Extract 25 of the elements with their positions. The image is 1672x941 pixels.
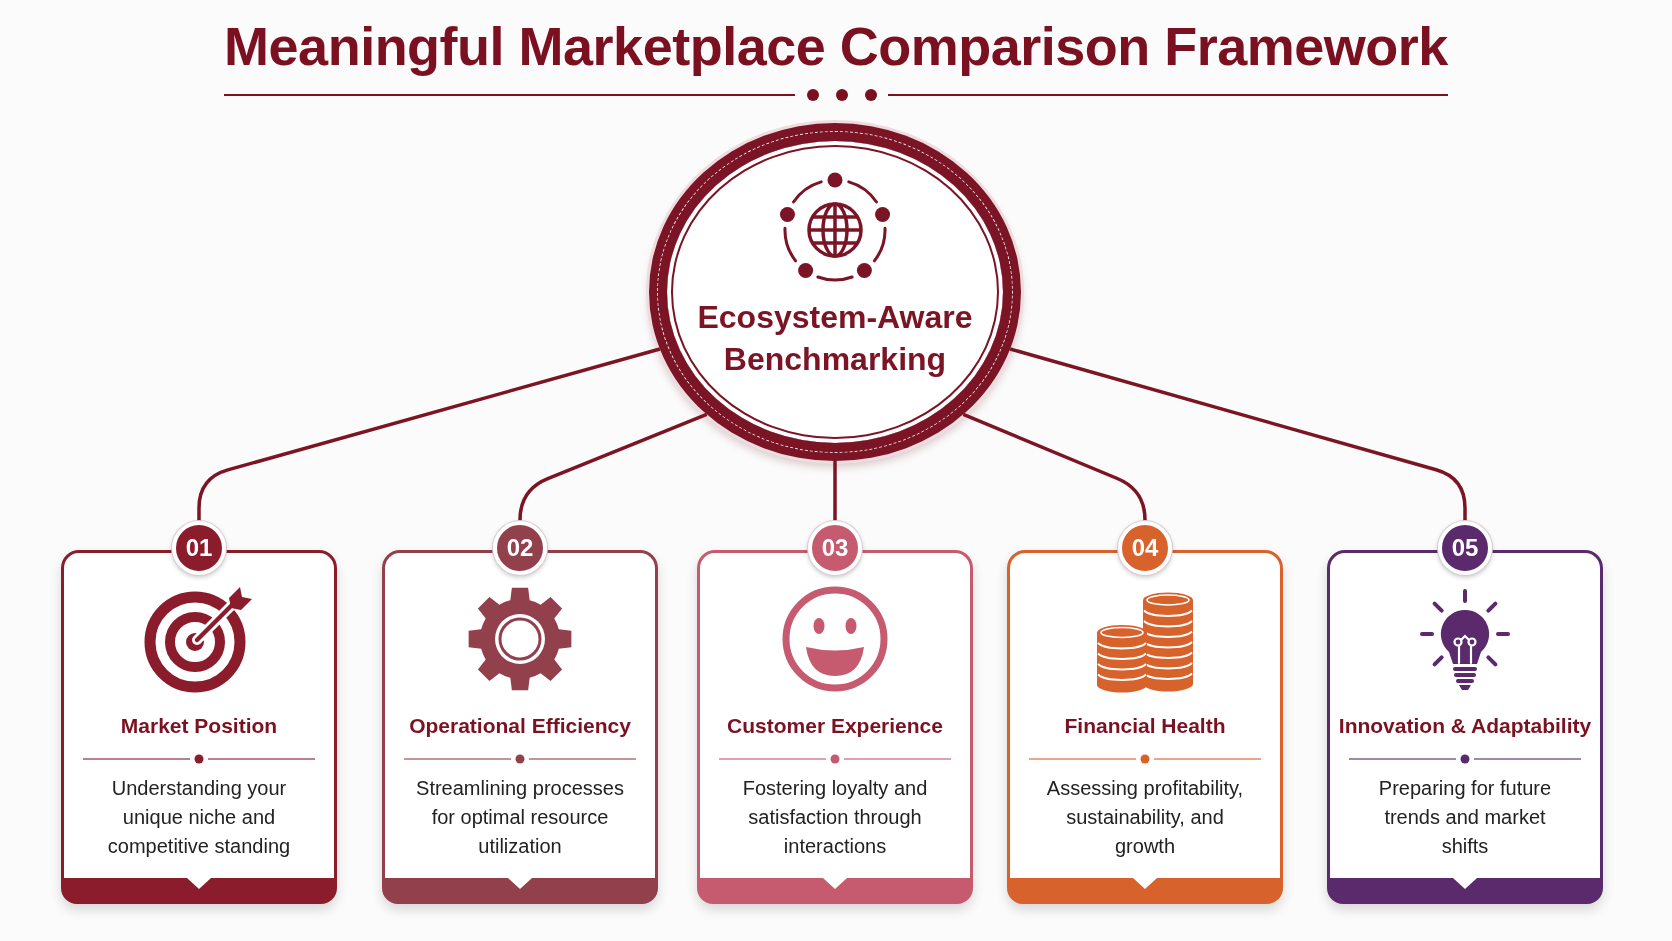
card-title: Operational Efficiency: [409, 713, 631, 739]
page-title: Meaningful Marketplace Comparison Framework: [224, 15, 1448, 78]
card-description: Preparing for future trends and market shifts: [1377, 776, 1553, 859]
connector-line: [833, 461, 837, 521]
step-number: 01: [185, 534, 213, 562]
step-badge: [172, 521, 226, 575]
card-title: Customer Experience: [727, 713, 943, 739]
step-badge: [1438, 521, 1492, 575]
connector-line: [1009, 347, 1467, 521]
card-title: Financial Health: [1064, 713, 1226, 739]
connector-line: [197, 347, 661, 521]
card-description: Streamlining processes for optimal resource utilization: [415, 776, 625, 859]
card-title: Innovation & Adaptability: [1338, 713, 1592, 739]
step-badge: [493, 521, 547, 575]
step-number: 03: [821, 534, 849, 562]
step-number: 04: [1131, 534, 1159, 562]
card-description: Fostering loyalty and satisfaction through interactions: [741, 776, 929, 859]
card-title: Market Position: [120, 713, 278, 739]
card-description: Assessing profitability, sustainability, and growth: [1045, 776, 1245, 859]
step-badge: [1118, 521, 1172, 575]
central-title: Ecosystem-Aware Benchmarking: [696, 298, 974, 379]
step-badge: [808, 521, 862, 575]
step-number: 02: [506, 534, 534, 562]
card-description: Understanding your unique niche and competitive standing: [106, 776, 292, 859]
step-number: 05: [1451, 534, 1479, 562]
